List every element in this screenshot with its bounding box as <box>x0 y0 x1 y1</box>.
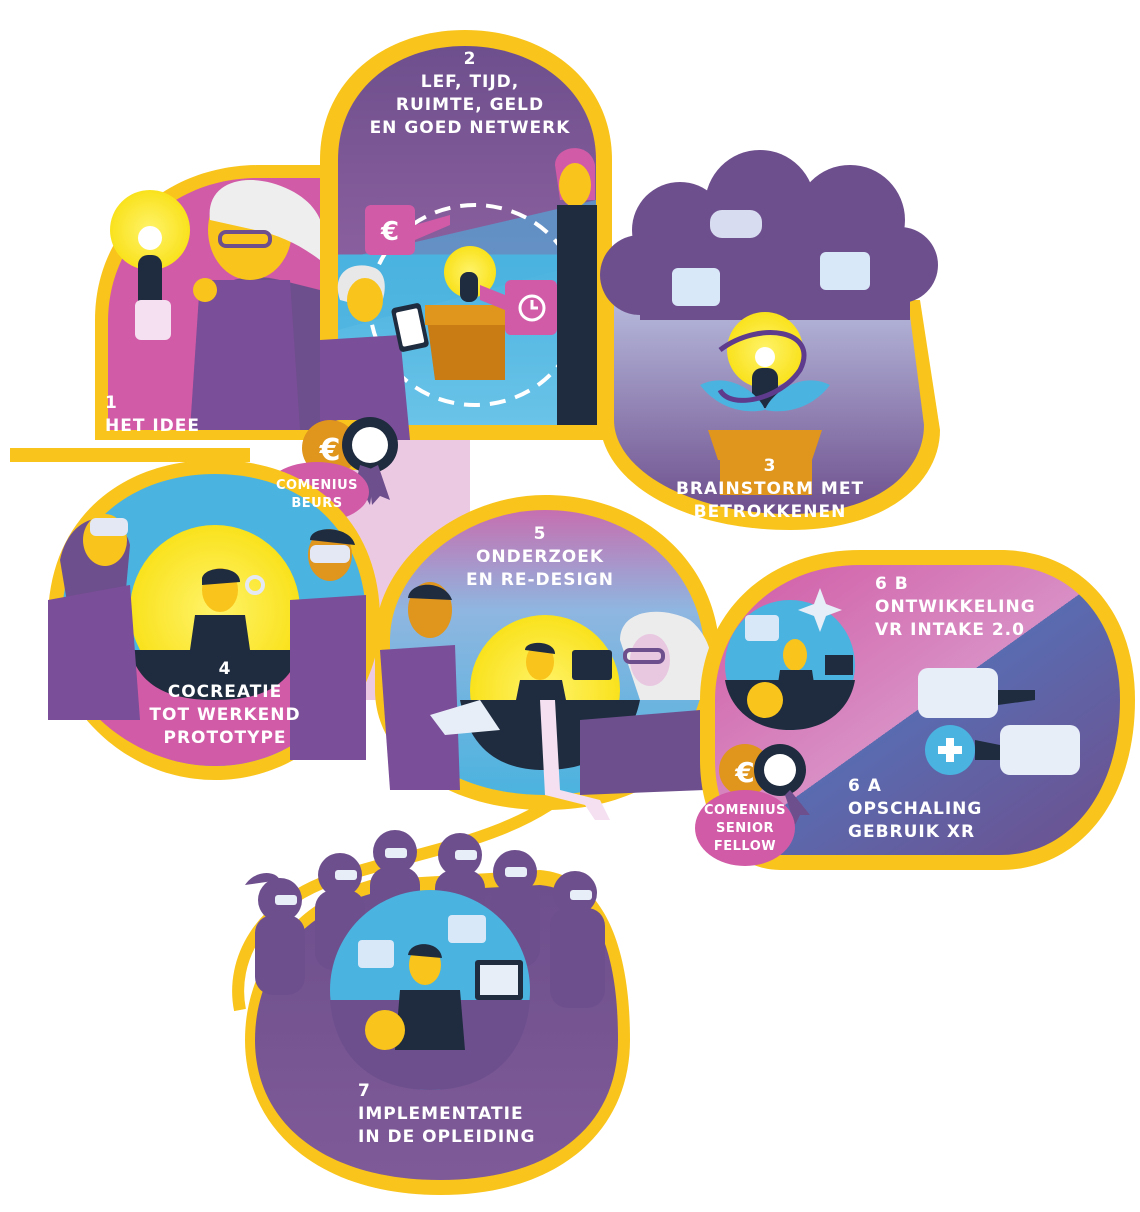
step-4-label: 4 COCREATIE TOT WERKEND PROTOTYPE <box>149 659 301 748</box>
step-3-label: 3 BRAINSTORM MET BETROKKENEN <box>675 456 865 522</box>
glasses-icon <box>623 648 665 664</box>
comenius-senior-fellow-badge: € <box>695 744 810 866</box>
step-1-panel <box>95 165 324 440</box>
speech-bubble-icon <box>745 615 779 641</box>
laptop-icon <box>430 700 500 735</box>
speech-bubble-icon <box>358 940 394 968</box>
step-2-panel: € <box>320 30 612 440</box>
cloud-icon <box>600 150 938 320</box>
step-7-panel <box>245 830 630 1195</box>
step-7-label: 7 IMPLEMENTATIE IN DE OPLEIDING <box>358 1081 536 1147</box>
step-3-panel <box>600 150 940 530</box>
vr-headset-icon <box>918 668 998 718</box>
euro-icon: € <box>734 756 754 789</box>
gamepad-icon <box>710 210 762 238</box>
glasses-icon <box>218 230 272 248</box>
speech-bubble-icon <box>448 915 486 943</box>
euro-icon: € <box>319 433 341 468</box>
watering-can-euro-icon: € <box>365 205 450 255</box>
step-6a-label: 6 A OPSCHALING GEBRUIK XR <box>848 776 983 842</box>
vr-headset-icon <box>90 518 128 536</box>
watering-can-clock-icon <box>480 280 557 335</box>
speech-bubble-icon <box>672 268 720 306</box>
speech-bubble-icon <box>820 252 870 290</box>
step-6-panel <box>700 550 1135 870</box>
comenius-senior-fellow-label: COMENIUS SENIOR FELLOW <box>703 803 787 854</box>
step-5-label: 5 ONDERZOEK EN RE-DESIGN <box>466 524 614 590</box>
sparkle-icon <box>798 588 842 632</box>
paper-scroll-icon <box>540 700 610 820</box>
vr-headset-icon <box>275 848 592 905</box>
step-4-panel <box>48 460 380 780</box>
svg-text:€: € <box>380 217 399 247</box>
comenius-beurs-label: COMENIUS BEURS <box>275 478 359 511</box>
vr-headset-icon <box>310 545 350 563</box>
vr-headset-icon <box>1000 725 1080 775</box>
monitor-icon <box>572 650 612 680</box>
step-5-panel <box>375 495 720 820</box>
step-6b-label: 6 B ONTWIKKELING VR INTAKE 2.0 <box>875 574 1036 640</box>
step-2-label: 2 LEF, TIJD, RUIMTE, GELD EN GOED NETWER… <box>369 49 571 138</box>
step-1-label: 1 HET IDEE <box>105 393 201 436</box>
